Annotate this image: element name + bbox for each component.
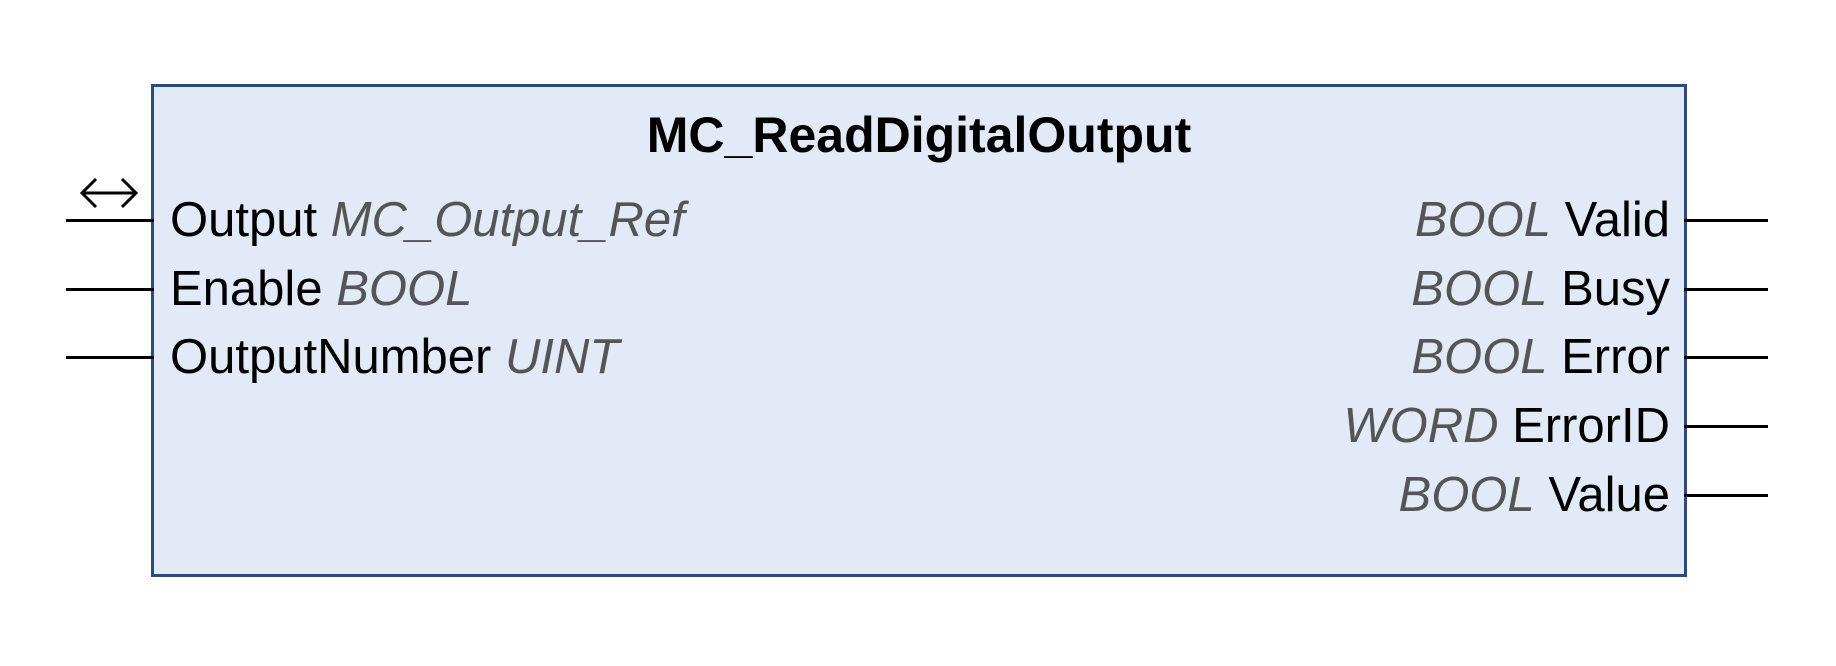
input-wire-output <box>66 219 154 222</box>
pin-name: Error <box>1561 330 1670 384</box>
input-pin-output: Output MC_Output_Ref <box>170 188 685 252</box>
input-wire-enable <box>66 288 154 291</box>
pin-type: MC_Output_Ref <box>330 193 685 247</box>
pin-type: BOOL <box>1414 193 1552 247</box>
pin-type: UINT <box>505 330 620 384</box>
output-pin-errorid: WORD ErrorID <box>1343 394 1670 458</box>
pin-name: Busy <box>1561 262 1670 316</box>
pin-type: BOOL <box>336 262 473 316</box>
output-wire-errorid <box>1684 425 1768 428</box>
output-wire-valid <box>1684 219 1768 222</box>
input-wire-outputnumber <box>66 356 154 359</box>
pin-name: Value <box>1548 468 1670 522</box>
pin-name: ErrorID <box>1512 399 1670 453</box>
output-wire-value <box>1684 494 1768 497</box>
pin-type: BOOL <box>1398 468 1535 522</box>
pin-type: BOOL <box>1411 262 1548 316</box>
output-wire-busy <box>1684 288 1768 291</box>
input-pin-enable: Enable BOOL <box>170 257 472 321</box>
input-pin-outputnumber: OutputNumber UINT <box>170 325 619 389</box>
output-pin-valid: BOOL Valid <box>1415 188 1670 252</box>
function-block-title: MC_ReadDigitalOutput <box>646 107 1192 163</box>
output-pin-value: BOOL Value <box>1399 463 1670 527</box>
pin-type: WORD <box>1343 399 1499 453</box>
function-block <box>151 84 1687 577</box>
pin-name: Enable <box>170 262 323 316</box>
bidirectional-arrow-icon <box>79 177 139 209</box>
pin-name: Output <box>170 193 318 247</box>
pin-type: BOOL <box>1411 330 1548 384</box>
pin-name: OutputNumber <box>170 330 492 384</box>
output-pin-busy: BOOL Busy <box>1411 257 1670 321</box>
output-wire-error <box>1684 356 1768 359</box>
pin-name: Valid <box>1564 193 1670 247</box>
output-pin-error: BOOL Error <box>1411 325 1670 389</box>
